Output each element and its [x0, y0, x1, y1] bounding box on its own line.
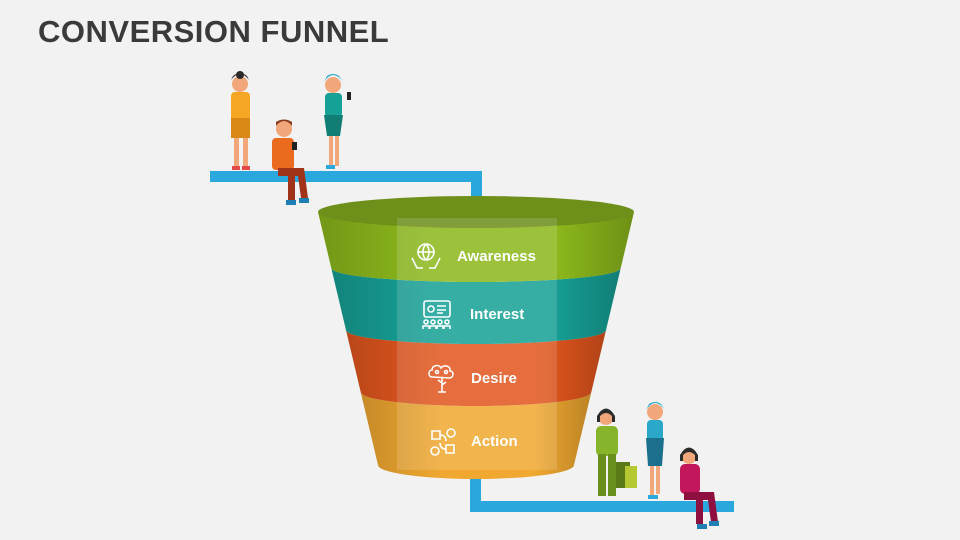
person-sitting-pink: [680, 447, 719, 529]
person-with-shopping-bags: [596, 408, 637, 496]
funnel-stage-shading: [331, 268, 621, 345]
stage-label-awareness: Awareness: [457, 248, 536, 265]
stage-label-desire: Desire: [471, 370, 517, 387]
funnel-stage-shading: [318, 212, 634, 283]
idea-tree-icon: [426, 361, 458, 400]
stage-label-interest: Interest: [470, 306, 525, 323]
presentation-audience-icon: [420, 298, 454, 337]
person-standing-phone: [324, 74, 351, 169]
bottom-connector: [470, 470, 734, 512]
person-walking: [646, 402, 665, 499]
person-standing-arms-crossed: [231, 71, 250, 170]
funnel-stage-shading: [360, 392, 592, 479]
funnel-stage-shading: [345, 330, 607, 407]
process-gears-icon: [426, 425, 460, 464]
person-sitting-phone: [272, 119, 309, 205]
stage-label-action: Action: [471, 433, 518, 450]
globe-in-hands-icon: [409, 240, 443, 279]
page-title: CONVERSION FUNNEL: [38, 14, 390, 49]
funnel-opening: [318, 196, 634, 228]
